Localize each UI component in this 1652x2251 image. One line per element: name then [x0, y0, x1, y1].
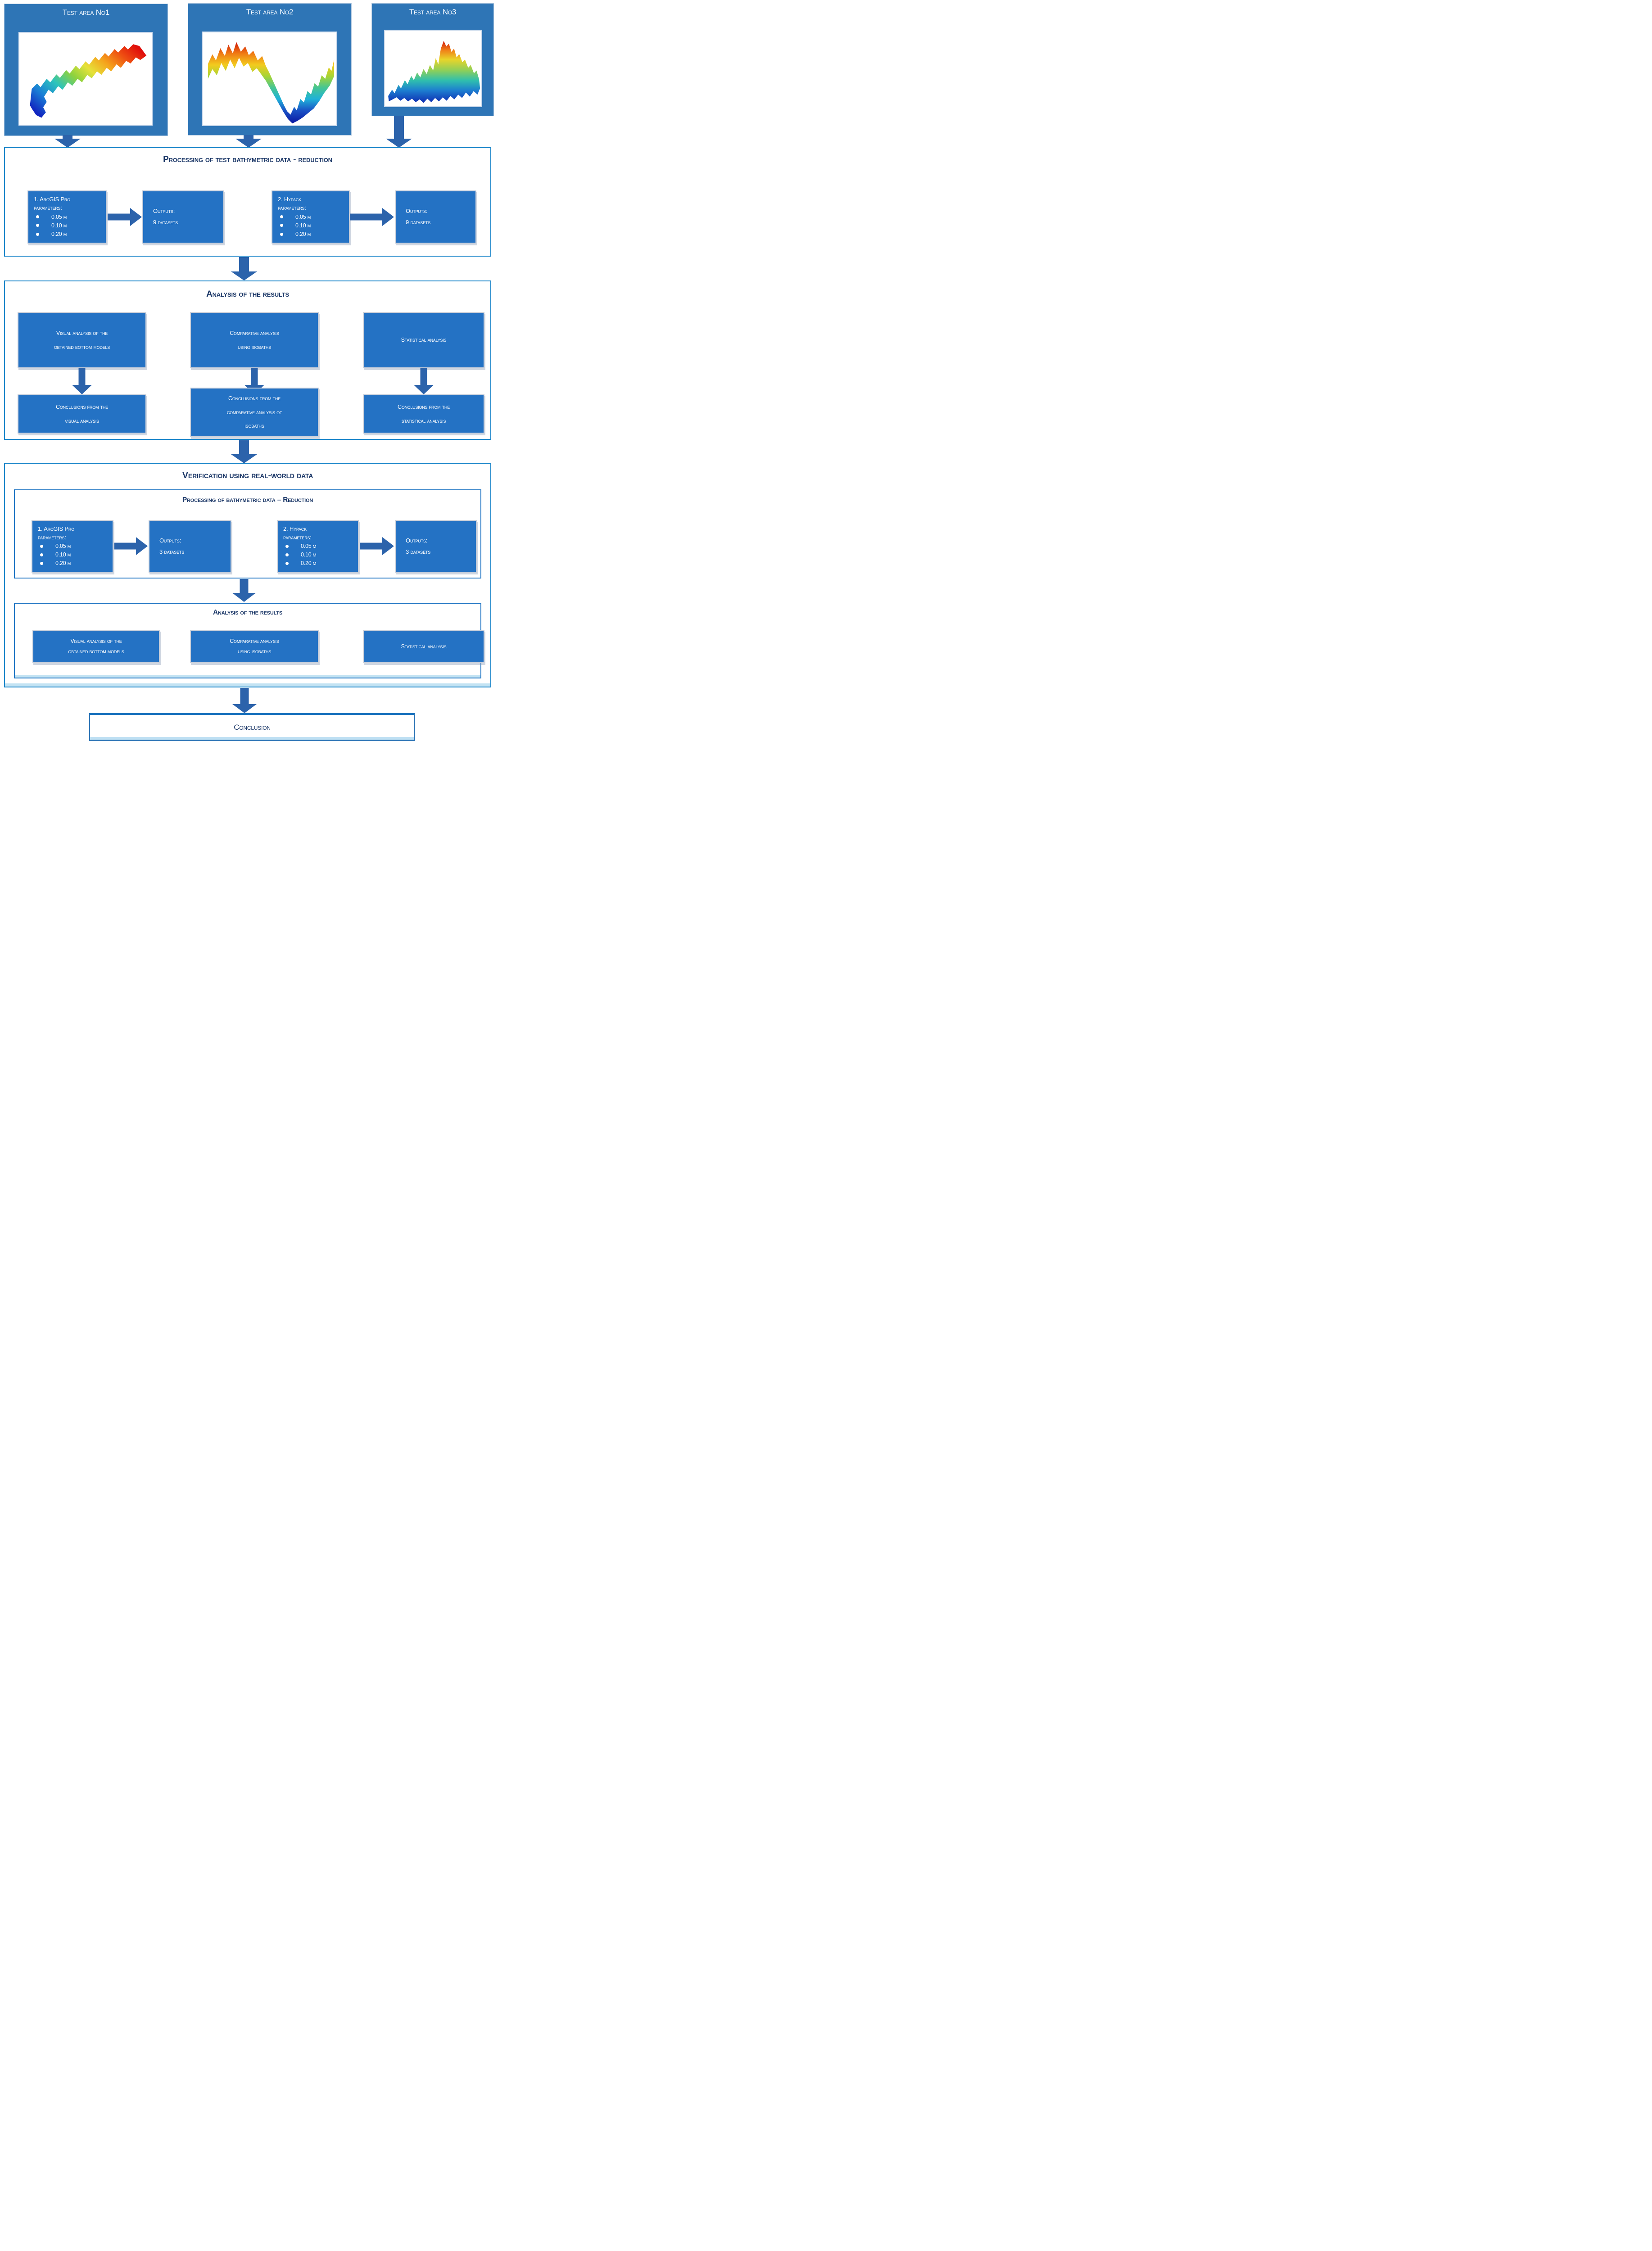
section-processing-test-title: Processing of test bathymetric data - re… — [163, 155, 332, 164]
test-area-1-box: Test area No1 — [4, 4, 168, 136]
outputs-value: 3 datasets — [406, 548, 431, 555]
bathymetric-workflow-diagram: Test area No1 Test area No2 — [0, 0, 495, 743]
outputs-label: Outputs: — [153, 208, 175, 215]
parameters-label: parameters: — [34, 205, 62, 212]
test-area-3-panel — [384, 30, 482, 107]
bullet-icon — [40, 553, 43, 556]
arrow-down-from-test2 — [235, 135, 262, 148]
tool-name: 1. ArcGIS Pro — [34, 196, 70, 203]
param-item: 0.10 m — [278, 222, 346, 229]
arcgis-parameters-box-test: 1. ArcGIS Pro parameters: 0.05 m 0.10 m … — [27, 190, 107, 244]
bullet-icon — [285, 553, 289, 556]
terrain-3d-model-2-image — [208, 42, 335, 124]
conclusions-visual-box: Conclusions from the visual analysis — [18, 394, 146, 434]
bullet-icon — [36, 215, 39, 218]
conclusion-box: Conclusion — [89, 713, 415, 741]
arrow-down-visual — [72, 368, 92, 394]
test-area-1-title: Test area No1 — [62, 8, 110, 17]
conclusions-statistical-box: Conclusions from the statistical analysi… — [363, 394, 484, 434]
arrow-right-arcgis-outputs-test — [108, 208, 142, 226]
outputs-box-hypack-test: Outputs: 9 datasets — [395, 190, 476, 244]
parameters-label: parameters: — [38, 534, 66, 541]
bullet-icon — [285, 561, 289, 565]
terrain-3d-model-1-image — [30, 44, 147, 118]
bullet-icon — [40, 544, 43, 548]
arcgis-parameters-box-real: 1. ArcGIS Pro parameters: 0.05 m 0.10 m … — [32, 520, 113, 573]
arrow-down-from-test3 — [386, 116, 412, 148]
test-area-3-box: Test area No3 — [371, 3, 494, 116]
param-item: 0.20 m — [34, 231, 103, 237]
outputs-value: 9 datasets — [153, 219, 178, 226]
bullet-icon — [280, 215, 283, 218]
param-item: 0.10 m — [283, 551, 355, 558]
param-item: 0.10 m — [34, 222, 103, 229]
tool-name: 1. ArcGIS Pro — [38, 525, 74, 532]
test-area-2-panel — [202, 32, 337, 126]
param-item: 0.10 m — [38, 551, 110, 558]
arrow-right-arcgis-outputs-real — [114, 537, 148, 555]
arrow-down-to-analysis-real — [232, 579, 256, 602]
test-area-3-title: Test area No3 — [409, 8, 457, 16]
tool-name: 2. Hypack — [278, 196, 301, 203]
visual-analysis-box-real: Visual analysis of the obtained bottom m… — [32, 630, 160, 663]
arrow-down-to-verification — [231, 440, 257, 463]
outputs-box-hypack-real: Outputs: 3 datasets — [395, 520, 477, 573]
param-item: 0.05 m — [278, 214, 346, 220]
hypack-parameters-box-test: 2. Hypack parameters: 0.05 m 0.10 m 0.20… — [272, 190, 350, 244]
param-item: 0.05 m — [38, 543, 110, 549]
outputs-value: 3 datasets — [159, 548, 185, 555]
outputs-label: Outputs: — [406, 537, 428, 544]
terrain-3d-model-3-image — [388, 41, 480, 103]
subsection-processing-real-title: Processing of bathymetric data – Reducti… — [182, 496, 313, 504]
arrow-down-to-analysis — [231, 257, 257, 280]
outputs-value: 9 datasets — [406, 219, 431, 226]
arrow-down-to-conclusion — [232, 688, 257, 713]
bullet-icon — [40, 561, 43, 565]
outputs-box-arcgis-real: Outputs: 3 datasets — [149, 520, 231, 573]
bullet-icon — [36, 232, 39, 236]
bullet-icon — [280, 232, 283, 236]
outputs-label: Outputs: — [406, 208, 428, 215]
test-area-1-panel — [18, 32, 153, 126]
outputs-label: Outputs: — [159, 537, 181, 544]
arrow-right-hypack-outputs-real — [360, 537, 394, 555]
outputs-box-arcgis-test: Outputs: 9 datasets — [142, 190, 224, 244]
arrow-down-statistical — [414, 368, 434, 394]
bullet-icon — [285, 544, 289, 548]
comparative-analysis-box: Comparative analysis using isobaths — [190, 312, 319, 368]
section-analysis-title: Analysis of the results — [206, 289, 289, 299]
statistical-analysis-box-real: Statistical analysis — [363, 630, 484, 663]
subsection-analysis-real-title: Analysis of the results — [213, 609, 282, 616]
conclusion-label: Conclusion — [234, 723, 271, 732]
hypack-parameters-box-real: 2. Hypack parameters: 0.05 m 0.10 m 0.20… — [277, 520, 359, 573]
param-item: 0.20 m — [283, 560, 355, 566]
visual-analysis-box: Visual analysis of the obtained bottom m… — [18, 312, 146, 368]
bullet-icon — [36, 224, 39, 227]
conclusions-comparative-box: Conclusions from the comparative analysi… — [190, 388, 319, 437]
test-area-2-title: Test area No2 — [246, 8, 294, 16]
test-area-2-box: Test area No2 — [188, 3, 352, 136]
param-item: 0.05 m — [283, 543, 355, 549]
parameters-label: parameters: — [278, 205, 306, 212]
comparative-analysis-box-real: Comparative analysis using isobaths — [190, 630, 319, 663]
statistical-analysis-box: Statistical analysis — [363, 312, 484, 368]
arrow-right-hypack-outputs-test — [350, 208, 394, 226]
parameters-label: parameters: — [283, 534, 312, 541]
param-item: 0.20 m — [278, 231, 346, 237]
section-verification-title: Verification using real-world data — [182, 470, 313, 480]
param-item: 0.20 m — [38, 560, 110, 566]
tool-name: 2. Hypack — [283, 525, 307, 532]
param-item: 0.05 m — [34, 214, 103, 220]
arrow-down-from-test1 — [54, 135, 81, 148]
bullet-icon — [280, 224, 283, 227]
